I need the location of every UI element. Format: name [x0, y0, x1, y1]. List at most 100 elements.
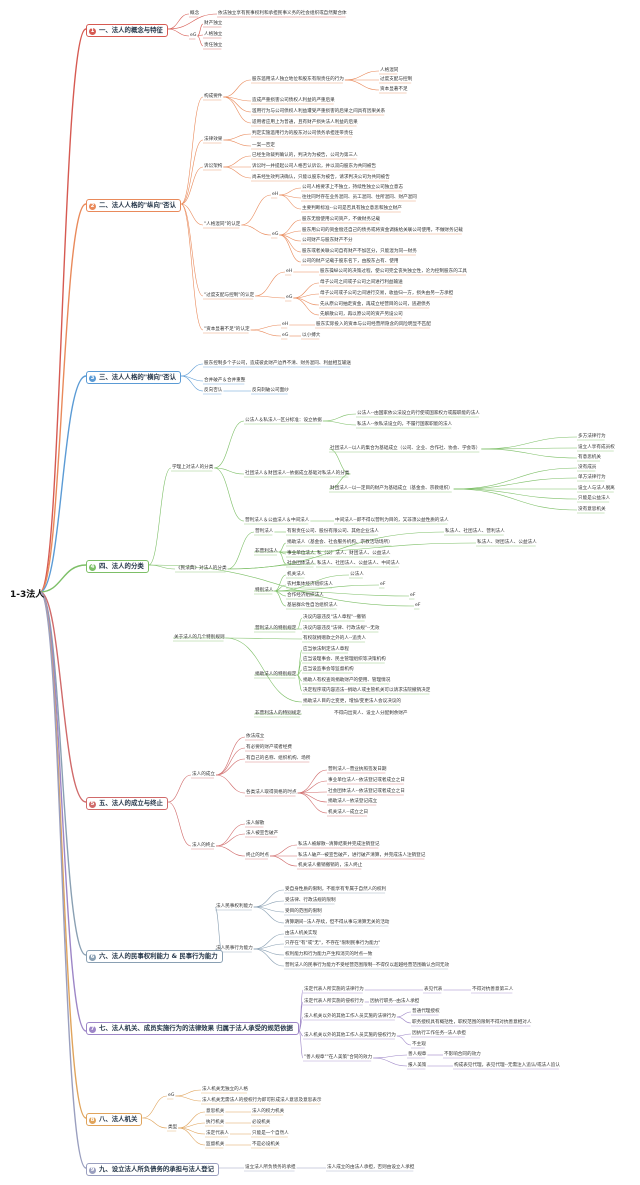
ch3-node[interactable]: 股东控制多个子公司，造成彼此财产边界不清、财务混同、利益相互输送	[204, 361, 352, 366]
ch8-node[interactable]: 不是必设机关	[252, 1142, 280, 1147]
ch2-node[interactable]: 造成严重损害公司债权人利益的严重后果	[252, 98, 335, 103]
ch4-node[interactable]: eF	[415, 603, 421, 608]
ch1-node[interactable]: 依法独立享有民事权利和承担民事义务的社会组织或自然聚合体	[218, 11, 347, 16]
ch2-node[interactable]: 构成要件	[204, 94, 223, 99]
ch7-node[interactable]: 报人美策	[408, 1063, 427, 1068]
ch7-node[interactable]: 构成表见代理，表见代理--无需注入追认/或法人追认	[454, 1063, 560, 1068]
ch8-node[interactable]: eG	[168, 1093, 175, 1098]
ch8-node[interactable]: 法人机关无独立的人格	[202, 1087, 248, 1092]
ch7-node[interactable]: 不得对抗善意第三人	[472, 987, 514, 992]
ch2-node[interactable]: "资本显著不足"的认定	[204, 327, 250, 332]
ch4-node[interactable]: eF	[410, 593, 416, 598]
ch8-node[interactable]: 法人的权力机关	[252, 1109, 285, 1114]
ch2-node[interactable]: "过度支配与控制"的认定	[204, 293, 255, 298]
ch7-node[interactable]: 法定代表人所实施的侵权行为	[304, 999, 364, 1004]
ch7-node[interactable]: "善人规章""在人美策"合同的效力	[304, 1055, 373, 1060]
ch4-node[interactable]: 没有意思机关	[578, 507, 606, 512]
ch4-node[interactable]: 单方法律行为	[578, 475, 606, 480]
ch5-node[interactable]: 法人解散	[246, 821, 265, 826]
ch4-node[interactable]: 合作经济组织法人	[287, 593, 324, 598]
ch4-node[interactable]: 事业单位法人	[287, 551, 315, 556]
ch1-node[interactable]: 人格独立	[204, 32, 223, 37]
ch8-node[interactable]: 只能是一个自然人	[252, 1131, 289, 1136]
ch7-node[interactable]: 职务授权具有概括性，职权范围的限制不得对抗善意相对人	[412, 1020, 532, 1025]
ch2-node[interactable]: eG	[286, 295, 293, 300]
ch7-node[interactable]: 善人规章	[408, 1052, 427, 1057]
ch4-node[interactable]: 中间法人--即不得以营利为目的，又非须公益性质的法人	[335, 518, 449, 523]
ch2-node[interactable]: 法律效果	[204, 137, 223, 142]
ch2-node[interactable]: 人格混同	[380, 68, 399, 73]
ch2-node[interactable]: 主要判断标准--公司是否具有独立意思和独立财产	[302, 206, 402, 211]
ch2-node[interactable]: 尚未经生效判决确认，只能以股东为被告，请求判决公司为共同被告	[252, 175, 390, 180]
ch3-node[interactable]: 反向刺破公司面纱	[252, 388, 289, 393]
ch4-node[interactable]: 没有成员	[578, 465, 597, 470]
ch4-node[interactable]: 财团法人--以一定目的财产为基础成立（基金会、宗教组织）	[330, 486, 453, 491]
ch4-node[interactable]: 捐助法人（基金会、社会服务机构、宗教活动场所）	[287, 540, 393, 545]
ch4-node[interactable]: 有意思机关	[578, 455, 601, 460]
ch4-node[interactable]: 私法人--依私法设立的，不履行国家职能的法人	[357, 422, 453, 427]
ch9-node[interactable]: 设立法人所负债务的承担	[245, 1165, 296, 1170]
ch4-node[interactable]: 私法人、财团法人、公益法人	[477, 540, 537, 545]
ch2-node[interactable]: 公司人格要求上不独立，持续性独立公司独立意志	[302, 185, 404, 190]
ch2-node[interactable]: 母子公司之间或子公司之间进行利益输送	[320, 280, 403, 285]
ch4-node[interactable]: 应当设理事会、民主管理组织等决策机构	[303, 657, 386, 662]
ch5-node[interactable]: 依法成立	[246, 734, 265, 739]
ch6-node[interactable]: 清算期间--法人存续，但不得从事与清算无关的活动	[285, 920, 390, 925]
ch4-node[interactable]: 应当设监事会等监督机构	[303, 667, 354, 672]
ch5-node[interactable]: 终止的时点	[246, 853, 269, 858]
ch1-node[interactable]: 概念	[190, 11, 200, 16]
ch7-node[interactable]: 因执行职务--由法人承担	[370, 999, 420, 1004]
ch5-node[interactable]: 社会团体法人--依法登记或者成立之日	[328, 789, 405, 794]
ch4-node[interactable]: 营利法人	[255, 529, 274, 534]
ch6-node[interactable]: 法人民事权利能力	[216, 904, 253, 909]
ch4-node[interactable]: 公法人--由国家依公法设立的行使或国家权力或履职能的法人	[357, 411, 480, 416]
ch5-node[interactable]: 法人被宣告破产	[246, 831, 279, 836]
ch6-node[interactable]: 只存在"有"或"无"，不存在"限制民事行为能力"	[285, 941, 381, 946]
ch2-node[interactable]: 诉讼架构	[204, 164, 223, 169]
ch2-node[interactable]: 滥用行为与公司债权人利益遭受严重损害的后果之间具有因果关系	[252, 109, 386, 114]
ch4-node[interactable]: 决议内容违反"法人章程"--撤销	[303, 615, 366, 620]
ch1-node[interactable]: eG	[190, 33, 197, 38]
ch2-node[interactable]: eH	[282, 322, 289, 327]
ch2-node[interactable]: eH	[272, 192, 279, 197]
ch2-node[interactable]: 先解散公司，再以原公司的资产另设公司	[320, 312, 403, 317]
ch1-node[interactable]: 财产独立	[204, 21, 223, 26]
ch4-node[interactable]: 捐助人有权查询捐助财产的使用、管理情况	[303, 678, 391, 683]
ch4-node[interactable]: 《民法典》对法人的分类	[176, 566, 227, 571]
ch6-node[interactable]: 受自身性质的限制，不能享有专属于自然人的权利	[285, 887, 387, 892]
ch5-node[interactable]: 各类法人取得资格的时点	[246, 790, 297, 795]
ch3-node[interactable]: 合并破产＆合并重整	[204, 378, 246, 383]
ch8-node[interactable]: 执行机关	[206, 1120, 225, 1125]
ch2-node[interactable]: 股东无偿使用公司资产，不做财务记载	[302, 217, 381, 222]
ch2-node[interactable]: 股东或者关联公司自有财产不加区分，只能混为同一财务	[302, 249, 417, 254]
ch5-node[interactable]: 私法人破产--被宣告破产，进行破产清算，并完成法人注销登记	[298, 853, 426, 858]
ch4-node[interactable]: 机关法人	[287, 572, 306, 577]
ch9-node[interactable]: 法人成立的由法人承担，否则由设立人承担	[327, 1165, 415, 1170]
ch6-node[interactable]: 受法律、行政法规的限制	[285, 898, 336, 903]
ch8-node[interactable]: 意思机关	[206, 1109, 225, 1114]
ch2-node[interactable]: 以小搏大	[302, 333, 321, 338]
ch2-node[interactable]: 过度支配与控制	[380, 77, 413, 82]
ch4-node[interactable]: 非营利法人的特别规定	[255, 711, 301, 716]
ch2-node[interactable]: 股东用公司的资金偿还自己的债务或将资金调拨给关联公司使用，不做财务记载	[302, 228, 463, 233]
ch8-node[interactable]: 监督机关	[206, 1142, 225, 1147]
ch4-node[interactable]: 设立人享有成员权	[578, 445, 615, 450]
ch4-node[interactable]: 基层群众性自治组织法人	[287, 603, 338, 608]
ch5-node[interactable]: 机关法人--成立之日	[328, 810, 369, 815]
ch7-node[interactable]: 普通代理授权	[412, 1009, 440, 1014]
ch6-node[interactable]: 受目的范围的限制	[285, 909, 322, 914]
ch4-node[interactable]: 有权就捐赠款之外的人--追责人	[303, 636, 367, 641]
ch2-node[interactable]: 股东滥用法人独立地位和股东有限责任的行为	[252, 77, 344, 82]
ch2-node[interactable]: 一案一否定	[252, 143, 275, 148]
ch4-node[interactable]: 私（公）法人、财团法人、公益法人	[317, 551, 391, 556]
ch4-node[interactable]: 营利法人＆公益法人＆中间法人	[245, 518, 310, 523]
ch2-node[interactable]: 先从原公司抽走资金，再成立经营目的公司，逃避债务	[320, 302, 431, 307]
ch2-node[interactable]: "人格混同"的认定	[204, 222, 241, 227]
